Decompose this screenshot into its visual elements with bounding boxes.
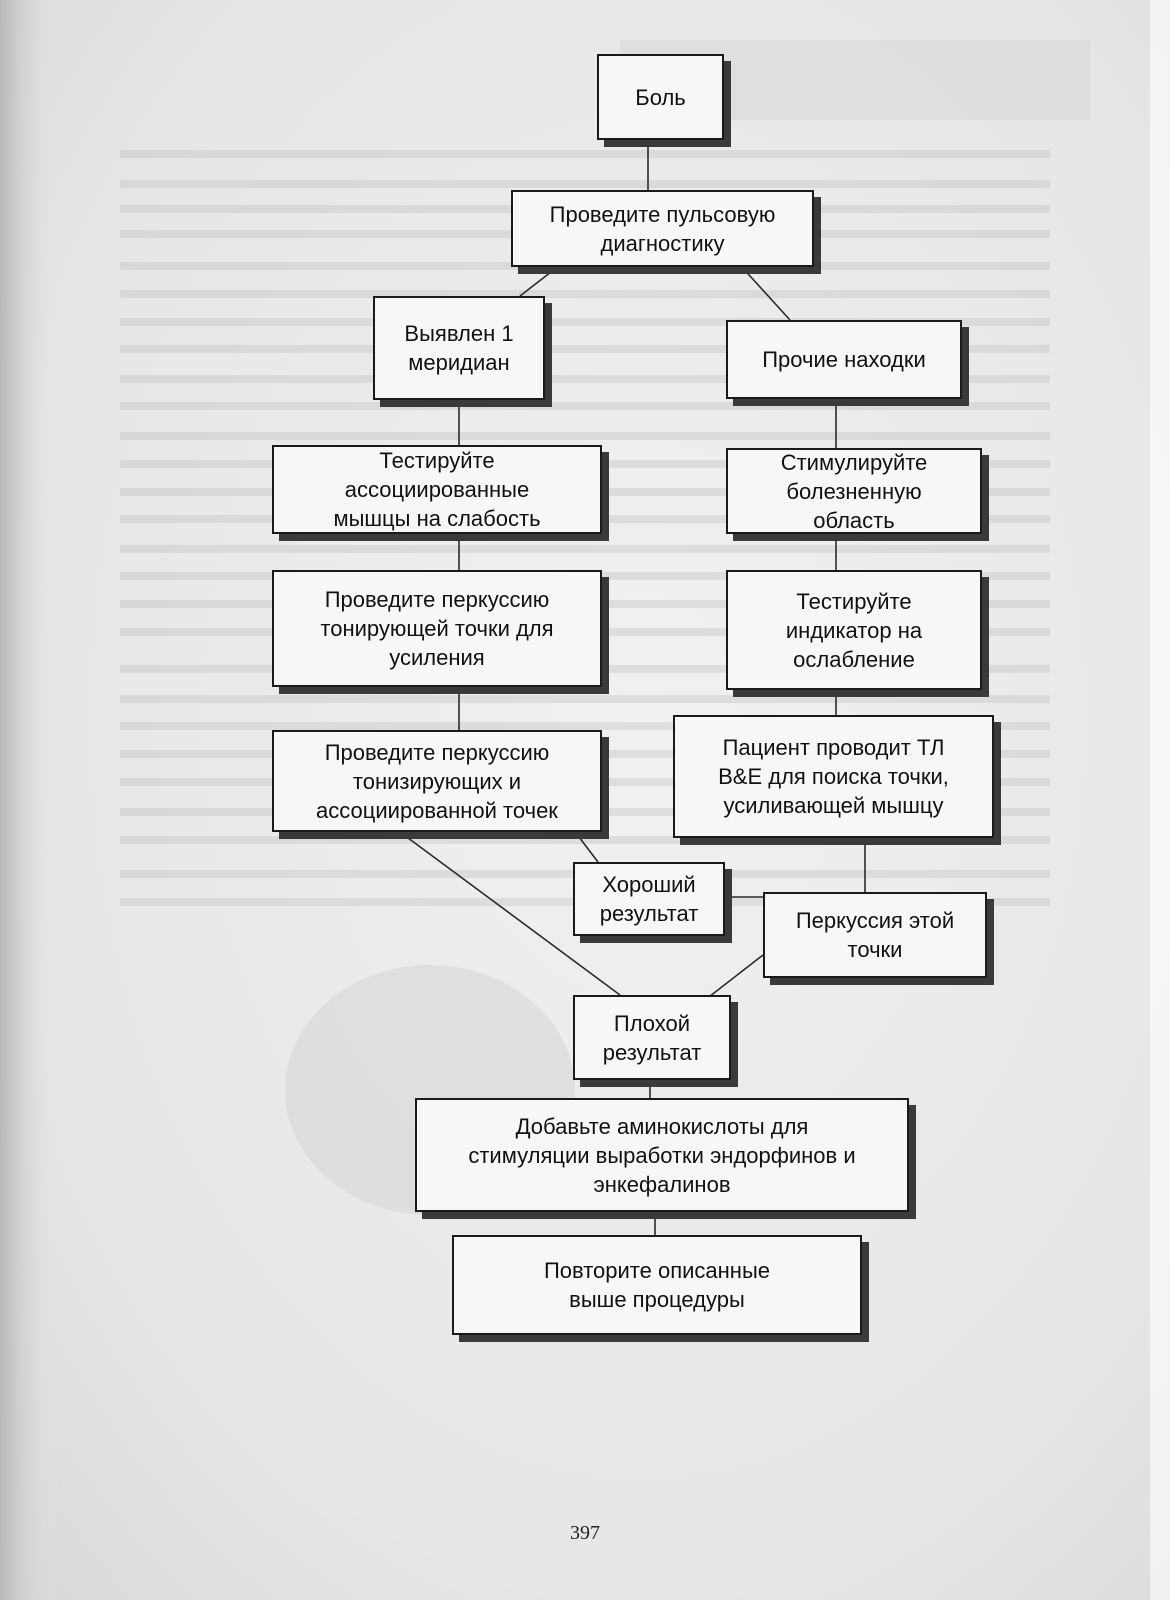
connector-pulse-meridian — [519, 264, 561, 297]
connector-percussion-bad — [399, 831, 621, 996]
node-repeat-procedures: Повторите описанные выше процедуры — [452, 1235, 862, 1335]
node-stimulate-painful-area: Стимулируйте болезненную область — [726, 448, 982, 534]
node-patient-tl: Пациент проводит ТЛ B&E для поиска точки… — [673, 715, 994, 838]
node-percussion-toning-associated: Проведите перкуссию тонизирующих и ассоц… — [272, 730, 602, 832]
connector-point-bad — [704, 954, 764, 1001]
node-pulse-diagnostics: Проведите пульсовую диагностику — [511, 190, 814, 267]
node-bad-result: Плохой результат — [573, 995, 731, 1080]
node-pain: Боль — [597, 54, 724, 140]
node-test-indicator: Тестируйте индикатор на ослабление — [726, 570, 982, 690]
node-test-associated-muscles: Тестируйте ассоциированные мышцы на слаб… — [272, 445, 602, 534]
node-percussion-this-point: Перкуссия этой точки — [763, 892, 987, 978]
node-one-meridian: Выявлен 1 меридиан — [373, 296, 545, 400]
node-other-findings: Прочие находки — [726, 320, 962, 399]
node-percussion-toning-point: Проведите перкуссию тонирующей точки для… — [272, 570, 602, 687]
node-good-result: Хороший результат — [573, 862, 725, 936]
page-number: 397 — [570, 1522, 600, 1544]
node-add-amino-acids: Добавьте аминокислоты для стимуляции выр… — [415, 1098, 909, 1212]
connector-pulse-other — [739, 264, 791, 321]
